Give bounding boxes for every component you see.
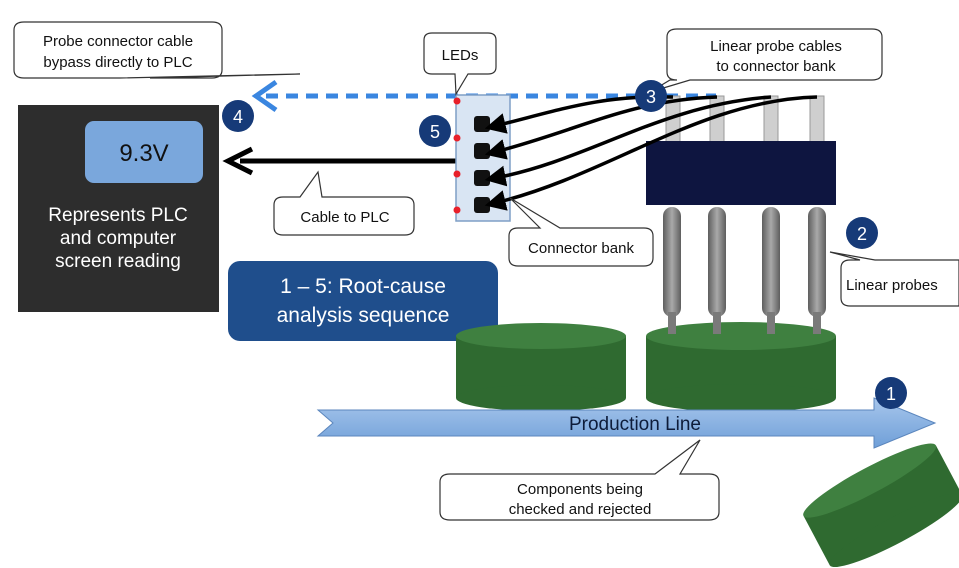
led <box>453 170 461 178</box>
callout-probe-bypass: Probe connector cable bypass directly to… <box>13 21 301 79</box>
callout-connector-bank: Connector bank <box>508 197 654 267</box>
callout-probe-bypass-line-2: bypass directly to PLC <box>43 54 192 71</box>
production-line-label: Production Line <box>569 414 701 435</box>
cable-to-plc-arrow <box>222 146 468 176</box>
callout-connector-bank-label: Connector bank <box>528 240 634 257</box>
callout-leds-label: LEDs <box>442 47 479 64</box>
led <box>453 97 461 105</box>
probe-cables <box>484 95 818 211</box>
callout-cable-to-plc: Cable to PLC <box>273 170 415 236</box>
callout-components-line-2: checked and rejected <box>509 501 652 518</box>
led <box>453 134 461 142</box>
step-badge-1: 1 <box>875 377 907 409</box>
linear-probes <box>646 95 836 334</box>
callout-linear-probes: Linear probes <box>829 251 959 307</box>
callout-leds: LEDs <box>423 32 497 97</box>
callout-components: Components being checked and rejected <box>439 439 720 521</box>
component-left <box>456 323 626 411</box>
callout-linear-probe-cables-line-2: to connector bank <box>716 58 836 75</box>
sequence-line-1: 1 – 5: Root-cause <box>280 275 446 298</box>
step-badge-2: 2 <box>846 217 878 249</box>
probe-head-block <box>646 141 836 205</box>
step-badge-5: 5 <box>419 115 451 147</box>
led <box>453 206 461 214</box>
plc-panel: 9.3V Represents PLC and computer screen … <box>18 105 219 312</box>
step-badge-2-label: 2 <box>857 224 867 244</box>
callout-cable-to-plc-label: Cable to PLC <box>300 209 389 226</box>
plc-reading: 9.3V <box>119 140 168 167</box>
step-badge-3: 3 <box>635 80 667 112</box>
callout-linear-probes-label: Linear probes <box>846 277 938 294</box>
sequence-line-2: analysis sequence <box>277 304 450 327</box>
production-line-arrow: Production Line <box>316 397 937 449</box>
step-badge-4-label: 4 <box>233 107 243 127</box>
sequence-box: 1 – 5: Root-cause analysis sequence <box>228 261 498 341</box>
plc-caption-line-2: and computer <box>60 228 177 249</box>
callout-linear-probe-cables-line-1: Linear probe cables <box>710 38 842 55</box>
step-badge-4: 4 <box>222 100 254 132</box>
step-badge-1-label: 1 <box>886 384 896 404</box>
component-right <box>646 322 836 412</box>
step-badge-5-label: 5 <box>430 122 440 142</box>
plc-screen <box>85 121 203 183</box>
plc-caption-line-3: screen reading <box>55 251 181 272</box>
callout-probe-bypass-line-1: Probe connector cable <box>43 33 193 50</box>
component-rejected <box>803 443 959 568</box>
callout-linear-probe-cables: Linear probe cables to connector bank <box>649 28 883 93</box>
callout-components-line-1: Components being <box>517 481 643 498</box>
step-badge-3-label: 3 <box>646 87 656 107</box>
plc-caption-line-1: Represents PLC <box>48 205 187 226</box>
